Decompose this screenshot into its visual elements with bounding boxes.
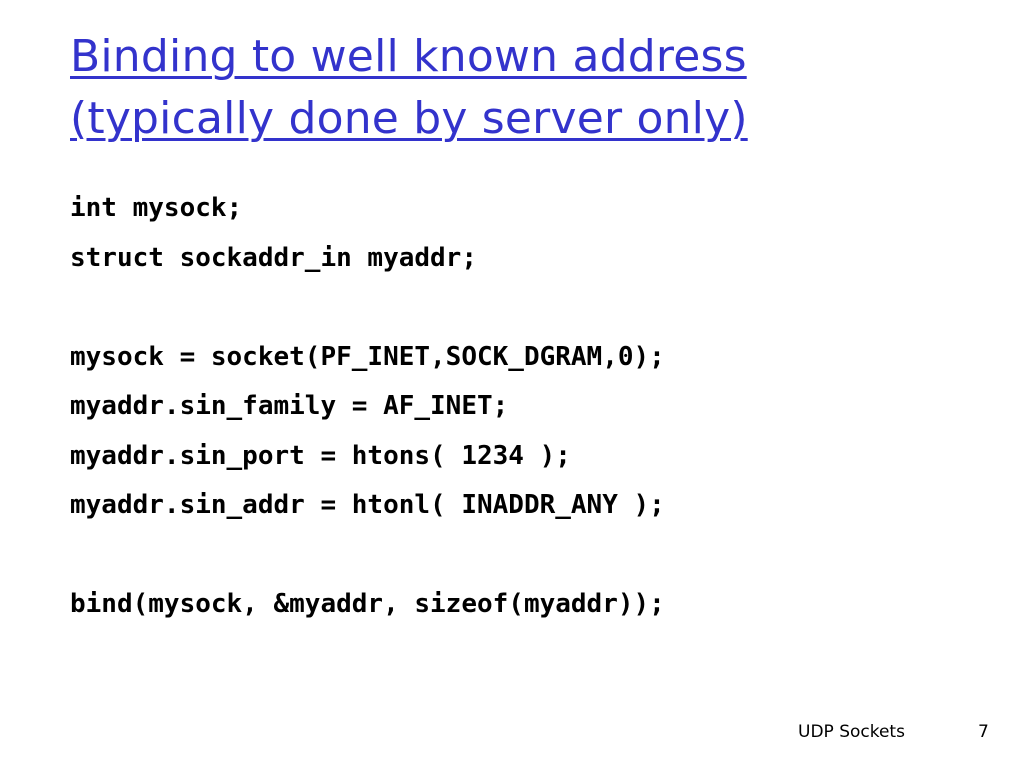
code-line-7: myaddr.sin_addr = htonl( INADDR_ANY ); (70, 490, 665, 520)
code-line-blank-1 (70, 283, 970, 333)
title-line-2: (typically done by server only) (70, 93, 748, 144)
title-line-1: Binding to well known address (70, 31, 747, 82)
code-line-2: struct sockaddr_in myaddr; (70, 242, 477, 273)
code-line-6: myaddr.sin_port = htons( 1234 ); (70, 440, 571, 471)
code-line-1: int mysock; (70, 193, 243, 223)
slide-title: Binding to well known address (typically… (70, 26, 970, 150)
code-block: int mysock; struct sockaddr_in myaddr; m… (70, 184, 970, 630)
code-line-blank-2 (70, 531, 970, 581)
code-line-4: mysock = socket(PF_INET,SOCK_DGRAM,0); (70, 341, 665, 372)
page-number: 7 (978, 722, 989, 742)
footer-label: UDP Sockets (798, 722, 905, 742)
code-line-5: myaddr.sin_family = AF_INET; (70, 391, 509, 421)
code-line-9: bind(mysock, &myaddr, sizeof(myaddr)); (70, 589, 665, 619)
